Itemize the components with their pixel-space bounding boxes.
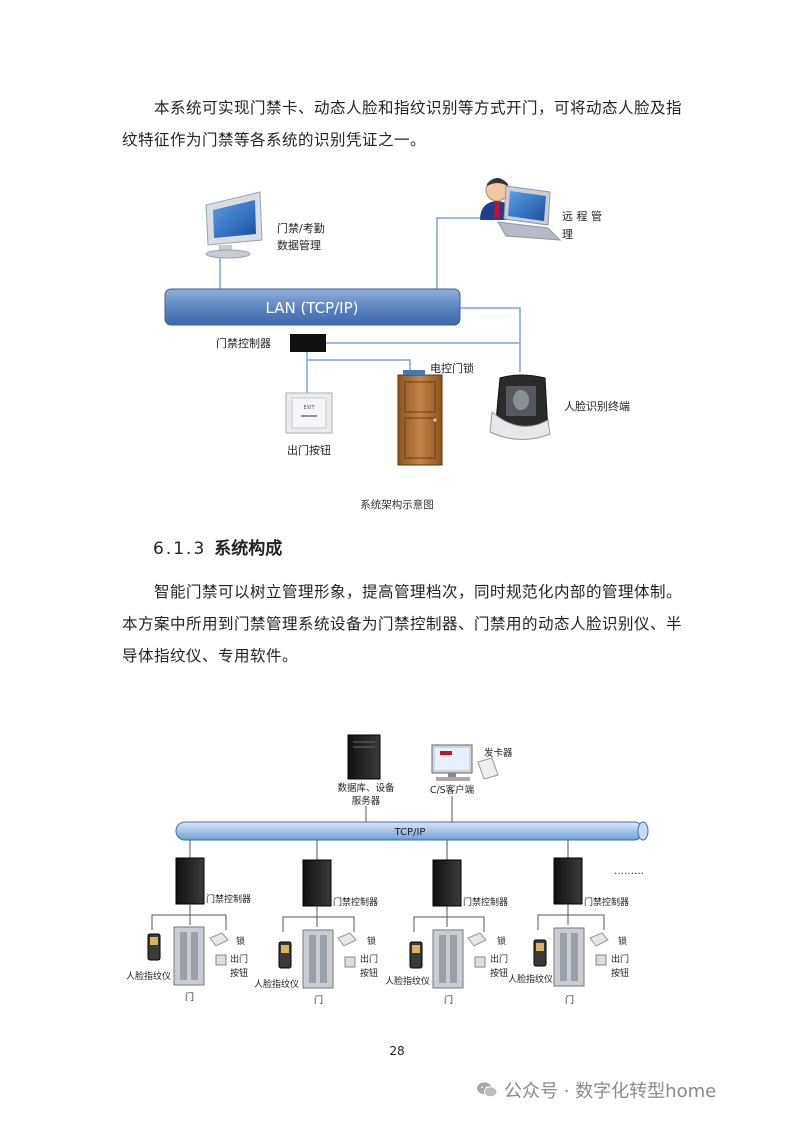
unit-controller-label: 门禁控制器 bbox=[463, 896, 508, 908]
exit-button-icon bbox=[344, 956, 356, 968]
server-label-1: 数据库、设备 bbox=[337, 782, 395, 794]
exit-button-icon bbox=[215, 954, 227, 966]
watermark: 公众号 · 数字化转型home bbox=[476, 1077, 716, 1103]
access-unit: 门禁控制器 锁 出门 按钮 人脸指纹仪 门 bbox=[254, 840, 378, 1006]
unit-exit-label-2: 按钮 bbox=[490, 967, 508, 979]
electric-lock-icon bbox=[403, 370, 425, 375]
unit-exit-label-2: 按钮 bbox=[611, 967, 629, 979]
more-ellipsis: ……… bbox=[614, 866, 644, 877]
tcpip-label: TCP/IP bbox=[394, 827, 426, 838]
section-title: 系统构成 bbox=[214, 539, 283, 559]
lock-icon bbox=[209, 932, 229, 947]
unit-door-label: 门 bbox=[185, 991, 194, 1003]
access-unit: 门禁控制器 锁 出门 按钮 人脸指纹仪 门 bbox=[385, 840, 508, 1006]
unit-controller-label: 门禁控制器 bbox=[206, 893, 251, 905]
lock-label: 电控门锁 bbox=[430, 361, 474, 375]
section-heading: 6.1.3 系统构成 bbox=[153, 534, 282, 559]
server-icon bbox=[347, 734, 381, 780]
card-issuer-label: 发卡器 bbox=[484, 747, 513, 759]
unit-door-label: 门 bbox=[444, 994, 453, 1006]
unit-lock-label: 锁 bbox=[236, 935, 245, 947]
pc-label-1: 门禁/考勤 bbox=[277, 221, 325, 235]
exit-button-label: 出门按钮 bbox=[287, 443, 331, 457]
access-unit: 门禁控制器 锁 出门 按钮 人脸指纹仪 门 bbox=[126, 840, 251, 1003]
unit-face-label: 人脸指纹仪 bbox=[508, 973, 553, 985]
pc-label-2: 数据管理 bbox=[277, 238, 321, 252]
wechat-icon bbox=[477, 1082, 498, 1098]
unit-door-label: 门 bbox=[565, 994, 574, 1006]
unit-controller-label: 门禁控制器 bbox=[584, 896, 629, 908]
composition-diagram: 数据库、设备 服务器 C/S客户端 发卡器 TCP/IP ……… 门禁控制器 bbox=[126, 734, 649, 1006]
unit-lock-label: 锁 bbox=[497, 935, 506, 947]
controller-icon bbox=[302, 859, 332, 907]
client-pc-icon bbox=[431, 744, 473, 781]
unit-exit-label-1: 出门 bbox=[230, 953, 248, 965]
unit-controller-label: 门禁控制器 bbox=[333, 896, 378, 908]
unit-face-label: 人脸指纹仪 bbox=[385, 975, 430, 987]
exit-button-text: EXIT bbox=[303, 405, 315, 411]
section-number: 6.1.3 bbox=[153, 539, 207, 559]
exit-button-icon bbox=[474, 956, 486, 968]
face-terminal-icon bbox=[489, 374, 551, 440]
lock-icon bbox=[589, 932, 609, 947]
door-icon bbox=[553, 927, 585, 987]
controller-icon bbox=[175, 857, 205, 905]
exit-button-icon: EXIT bbox=[285, 392, 333, 434]
exit-button-icon bbox=[595, 954, 607, 966]
unit-face-label: 人脸指纹仪 bbox=[254, 978, 299, 990]
unit-exit-label-1: 出门 bbox=[360, 953, 378, 965]
page-number: 28 bbox=[389, 1044, 405, 1058]
lock-icon bbox=[337, 932, 357, 947]
remote-label-2: 理 bbox=[562, 228, 573, 241]
intro-paragraph: 本系统可实现门禁卡、动态人脸和指纹识别等方式开门，可将动态人脸及指纹特征作为门禁… bbox=[122, 99, 683, 149]
client-label: C/S客户端 bbox=[430, 784, 475, 796]
tcpip-bus bbox=[175, 821, 649, 841]
controller-box bbox=[290, 334, 326, 352]
unit-face-label: 人脸指纹仪 bbox=[126, 970, 171, 982]
card-issuer-icon bbox=[477, 757, 499, 780]
lan-bar bbox=[164, 288, 461, 326]
diagram-caption: 系统架构示意图 bbox=[360, 499, 434, 511]
laptop-icon bbox=[497, 185, 562, 241]
lock-icon bbox=[467, 932, 487, 947]
monitor-icon bbox=[205, 191, 263, 259]
server-label-2: 服务器 bbox=[352, 795, 381, 807]
unit-exit-label-1: 出门 bbox=[490, 953, 508, 965]
door-icon bbox=[302, 929, 334, 989]
lan-label: LAN (TCP/IP) bbox=[266, 299, 359, 317]
watermark-text: 公众号 · 数字化转型home bbox=[504, 1081, 717, 1102]
door-icon bbox=[173, 926, 205, 986]
controller-icon bbox=[432, 859, 462, 907]
unit-door-label: 门 bbox=[314, 994, 323, 1006]
diagram1-connection-lines bbox=[219, 217, 521, 393]
architecture-diagram: 门禁/考勤 数据管理 远 程 管 理 LAN (TCP/IP) 门禁控制器 EX… bbox=[164, 178, 630, 466]
door-icon bbox=[397, 374, 443, 466]
unit-exit-label-2: 按钮 bbox=[360, 967, 378, 979]
unit-exit-label-2: 按钮 bbox=[230, 967, 248, 979]
face-terminal-label: 人脸识别终端 bbox=[564, 399, 630, 413]
remote-label-1: 远 程 管 bbox=[562, 209, 602, 223]
controller-icon bbox=[553, 857, 583, 905]
unit-exit-label-1: 出门 bbox=[611, 953, 629, 965]
controller-label: 门禁控制器 bbox=[216, 336, 271, 350]
door-icon bbox=[432, 929, 464, 989]
access-unit: 门禁控制器 锁 出门 按钮 人脸指纹仪 门 bbox=[508, 840, 629, 1006]
unit-lock-label: 锁 bbox=[367, 935, 376, 947]
unit-lock-label: 锁 bbox=[618, 935, 627, 947]
body-paragraph: 智能门禁可以树立管理形象，提高管理档次，同时规范化内部的管理体制。本方案中所用到… bbox=[122, 583, 683, 665]
